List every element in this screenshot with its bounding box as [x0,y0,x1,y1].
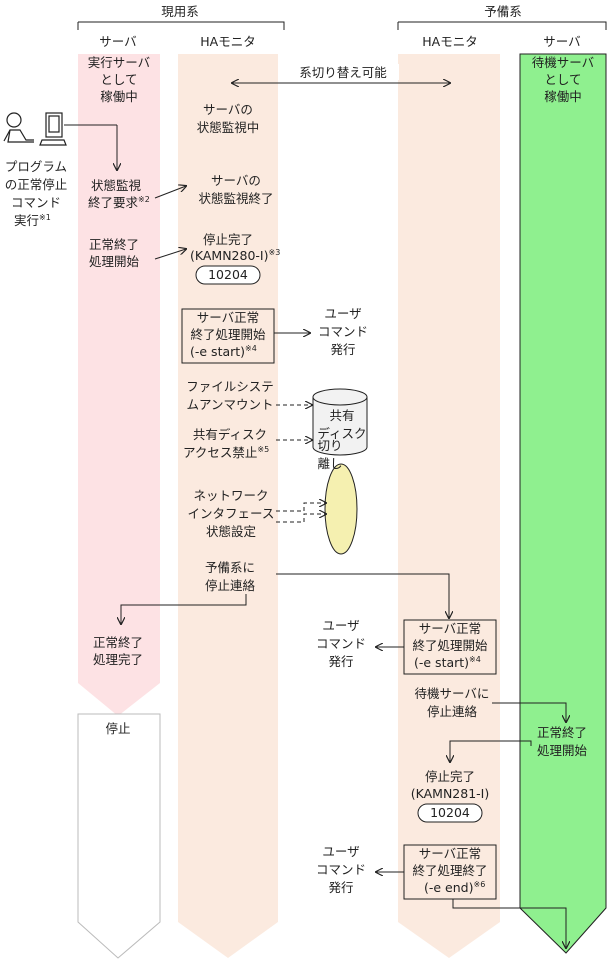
nic-setting-3: 状態設定 [206,524,256,539]
active-user-cmd-3: 発行 [330,342,355,357]
fs-unmount-2: ムアンマウント [186,397,273,412]
disconnect-label-2: 離し [317,456,342,471]
message-id-standby: (KAMN281-I) [411,786,489,801]
standby-user-cmd-3: 発行 [328,654,353,669]
shared-disk-label-1: 共有 [329,408,354,423]
stopped-label: 停止 [105,721,130,736]
shared-disk-icon [312,388,368,456]
standby-normal-end-1: 正常終了 [537,725,587,740]
notify-server-2: 停止連絡 [427,704,478,719]
standby-user-cmd2-2: コマンド [316,862,366,877]
column-active-server: サーバ [99,34,136,49]
standby-start-box-2: 終了処理開始 [412,638,488,653]
standby-end-box-3: (-e end)※6 [424,880,485,895]
program-line-2: の正常停止 [5,177,68,192]
standby-end-box-2: 終了処理終了 [412,863,487,878]
standby-server-status-2: として [544,72,581,87]
message-code-standby-badge [417,803,483,823]
standby-user-cmd2-1: ユーザ [322,844,359,859]
standby-end-box-1: サーバ正常 [419,846,481,861]
nic-setting-2: インタフェース [188,506,275,521]
stop-complete-standby: 停止完了 [425,769,475,784]
lane-active-server-stopped [77,713,161,959]
column-standby-server: サーバ [543,34,580,49]
user-at-computer-icon [3,112,67,146]
nic-arrow-2 [276,514,326,523]
column-active-ha: HAモニタ [200,34,255,49]
stop-complete-active: 停止完了 [203,232,253,247]
program-line-4: 実行※1 [14,213,51,228]
standby-start-box-1: サーバ正常 [419,621,481,636]
normal-end-arrow [154,249,186,260]
message-code-active-badge [195,265,261,285]
message-code-standby: 10204 [430,805,470,820]
column-standby-ha: HAモニタ [422,34,477,49]
notify-standby-1: 予備系に [205,560,255,575]
group-active-label: 現用系 [161,4,199,19]
notify-standby-arrow [276,573,449,618]
standby-user-cmd-1: ユーザ [322,618,359,633]
active-user-cmd-box [181,308,275,364]
standby-normal-end-arrow [450,740,532,762]
active-user-cmd-box-3: (-e start)※4 [190,344,257,359]
group-standby-bracket [397,21,607,30]
standby-server-status-1: 待機サーバ [532,55,594,70]
active-user-cmd-1: ユーザ [324,306,361,321]
normal-end-start-1: 正常終了 [89,237,139,252]
notify-server-return-arrow [121,594,247,624]
network-interface-shape [324,463,358,555]
standby-user-cmd2-3: 発行 [328,880,353,895]
active-user-cmd-2: コマンド [318,324,368,339]
monitoring-end-1: サーバの [211,173,261,188]
monitoring-1: サーバの [203,102,253,117]
message-code-active: 10204 [208,267,248,282]
fs-unmount-1: ファイルシステ [186,379,274,394]
switchover-label: 系切り替え可能 [299,65,387,80]
active-server-status-3: 稼働中 [100,89,138,104]
notify-standby-2: 停止連絡 [205,578,256,593]
normal-end-done-1: 正常終了 [93,635,143,650]
active-user-cmd-box-2: 終了処理開始 [190,327,266,342]
monitoring-2: 状態監視中 [197,120,260,135]
program-line-3: コマンド [11,195,61,210]
stop-request-2: 終了要求※2 [88,195,150,210]
disk-block-1: 共有ディスク [193,427,267,442]
standby-server-status-3: 稼働中 [544,89,582,104]
stop-request-1: 状態監視 [91,178,142,193]
disconnect-label-1: 切り [317,438,342,453]
standby-end-box [403,844,497,900]
lane-active-server [78,54,160,716]
group-standby-label: 予備系 [484,4,522,19]
normal-end-start-2: 処理開始 [89,254,140,269]
standby-start-box-3: (-e start)※4 [414,655,481,670]
group-active-bracket [77,21,285,30]
switchover-label-bg [287,64,399,80]
nic-arrow-1 [276,503,326,512]
standby-start-box [403,619,497,675]
end-to-server-arrow [452,899,566,948]
standby-normal-end-2: 処理開始 [537,743,588,758]
standby-user-cmd-2: コマンド [316,636,366,651]
notify-server-arrow [492,702,566,722]
lane-standby-server [519,53,607,954]
active-server-status-1: 実行サーバ [88,55,150,70]
active-server-status-2: として [100,72,137,87]
program-line-1: プログラム [5,159,67,174]
notify-server-1: 待機サーバに [415,686,490,701]
monitoring-end-2: 状態監視終了 [198,191,273,206]
stop-request-arrow [154,186,186,199]
shared-disk-label-2: ディスク [317,426,366,441]
active-user-cmd-box-1: サーバ正常 [197,310,259,325]
normal-end-done-2: 処理完了 [93,652,143,667]
message-id-active: (KAMN280-I)※3 [190,248,280,263]
disk-block-2: アクセス禁止※5 [183,445,269,460]
nic-setting-1: ネットワーク [193,488,268,503]
lane-standby-ha [398,54,500,958]
